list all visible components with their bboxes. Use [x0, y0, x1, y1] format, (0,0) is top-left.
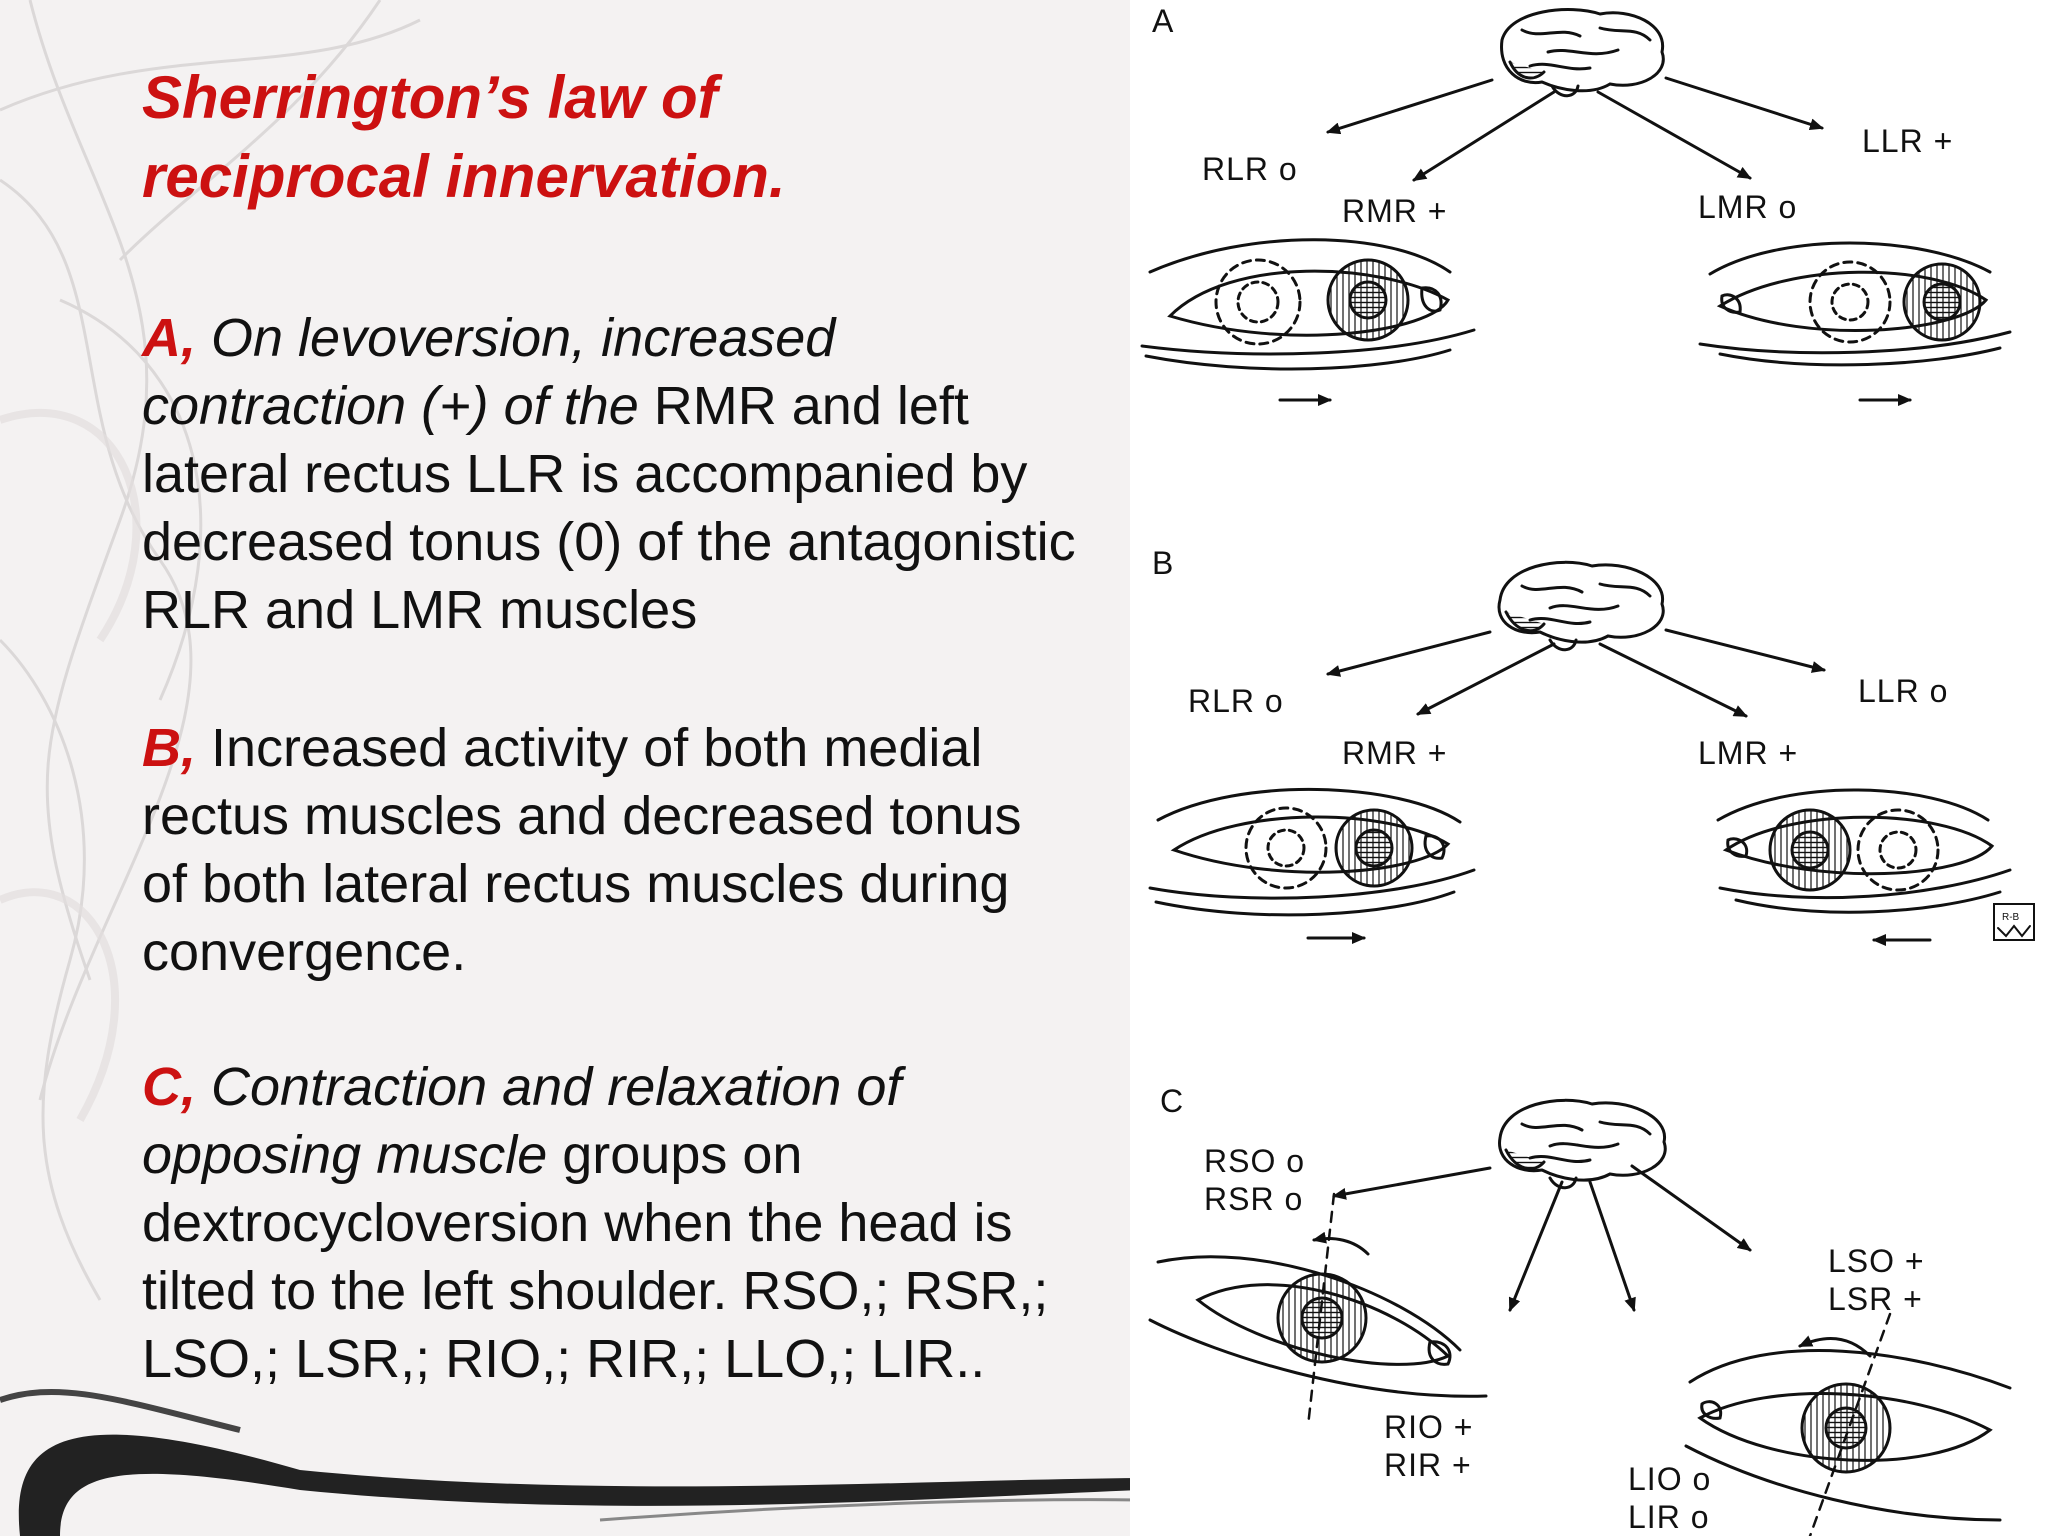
panel-b: B	[1148, 545, 2035, 946]
panel-c-letter: C	[1160, 1083, 1183, 1119]
label-llr-a: LLR +	[1862, 123, 1953, 159]
label-lmr-a: LMR o	[1698, 189, 1797, 225]
paragraph-c: C, Contraction and relaxation of opposin…	[142, 1053, 1048, 1393]
text-panel: Sherrington’s law of reciprocal innervat…	[142, 58, 1142, 1389]
label-rir-c: RIR +	[1384, 1447, 1472, 1483]
paragraph-a: A, On levoversion, increased contraction…	[142, 304, 1076, 644]
panel-b-letter: B	[1152, 545, 1173, 581]
para-c-lead: C,	[142, 1057, 196, 1117]
brain-icon	[1498, 1098, 1667, 1190]
para-b-line-2: rectus muscles and decreased tonus	[142, 786, 1022, 846]
para-a-lead: A,	[142, 308, 196, 368]
para-a-line-5: RLR and LMR muscles	[142, 580, 698, 640]
para-a-line-3: lateral rectus LLR is accompanied by	[142, 444, 1028, 504]
para-c-line-2: opposing muscle groups on	[142, 1125, 803, 1185]
slide-title: Sherrington’s law of reciprocal innervat…	[142, 58, 1142, 216]
para-c-line-4: tilted to the left shoulder. RSO,; RSR,;	[142, 1261, 1049, 1321]
label-rlr-b: RLR o	[1188, 683, 1284, 719]
para-c-line-3: dextrocycloversion when the head is	[142, 1193, 1013, 1253]
para-b-lead: B,	[142, 718, 196, 778]
label-rmr-b: RMR +	[1342, 735, 1447, 771]
paragraph-b: B, Increased activity of both medial rec…	[142, 714, 1021, 986]
para-b-line-1: B, Increased activity of both medial	[142, 718, 983, 778]
innervation-figure: A	[1130, 0, 2048, 1536]
panel-c: C	[1148, 1083, 2012, 1536]
para-c-line-1: C, Contraction and relaxation of	[142, 1057, 902, 1117]
black-swoosh	[18, 1434, 1141, 1536]
brain-icon	[1500, 8, 1665, 98]
title-line-1: Sherrington’s law of	[142, 64, 718, 131]
label-lsr-c: LSR +	[1828, 1281, 1923, 1317]
para-c-line-5: LSO,; LSR,; RIO,; RIR,; LLO,; LIR..	[142, 1329, 986, 1389]
label-rsr-c: RSR o	[1204, 1181, 1303, 1217]
label-rlr-a: RLR o	[1202, 151, 1298, 187]
label-rmr-a: RMR +	[1342, 193, 1447, 229]
brain-icon	[1497, 560, 1665, 652]
title-line-2: reciprocal innervation.	[142, 143, 786, 210]
label-lmr-b: LMR +	[1698, 735, 1798, 771]
label-lio-c: LIO o	[1628, 1461, 1711, 1497]
para-b-line-3: of both lateral rectus muscles during	[142, 854, 1010, 914]
para-a-line-2: contraction (+) of the RMR and left	[142, 376, 969, 436]
para-b-line-4: convergence.	[142, 922, 467, 982]
para-a-line-1: A, On levoversion, increased	[142, 308, 836, 368]
para-a-line-4: decreased tonus (0) of the antagonistic	[142, 512, 1076, 572]
panel-a-letter: A	[1152, 3, 1174, 39]
artist-signature: R-B	[1993, 903, 2035, 941]
signature-label: R-B	[2002, 912, 2020, 923]
label-lso-c: LSO +	[1828, 1243, 1925, 1279]
label-lir-c: LIR o	[1628, 1499, 1709, 1535]
label-rio-c: RIO +	[1384, 1409, 1473, 1445]
label-llr-b: LLR o	[1858, 673, 1948, 709]
panel-a: A	[1140, 3, 2012, 406]
label-rso-c: RSO o	[1204, 1143, 1305, 1179]
